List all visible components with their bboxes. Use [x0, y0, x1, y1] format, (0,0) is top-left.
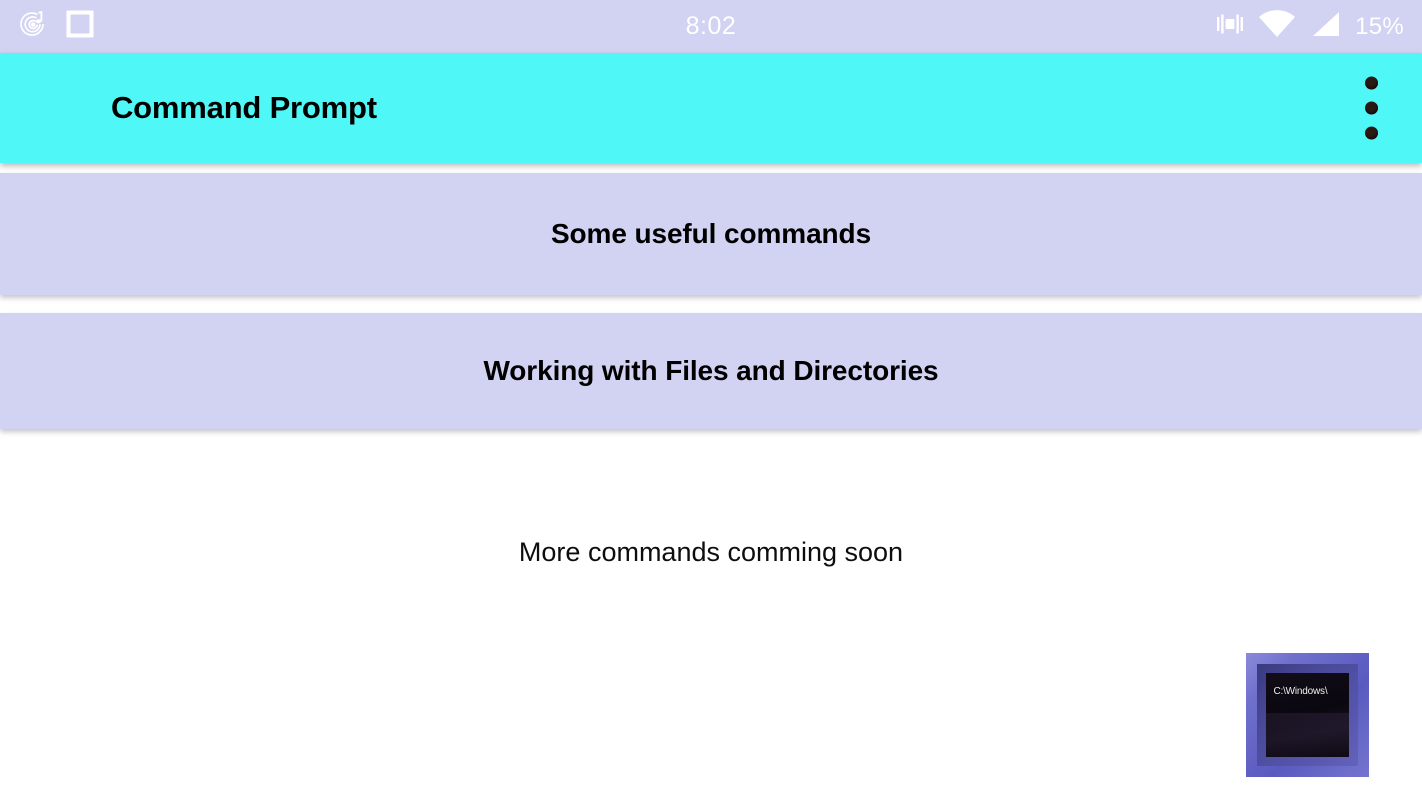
status-bar-clock: 8:02	[278, 12, 1144, 41]
square-outline-icon	[65, 9, 95, 44]
command-prompt-app-icon[interactable]: C:\Windows\	[1246, 653, 1369, 777]
list-item-label: Some useful commands	[550, 218, 872, 249]
overflow-menu-button[interactable]	[1361, 73, 1382, 144]
status-bar-system-icons: 15%	[1144, 9, 1404, 44]
coming-soon-note: More commands comming soon	[518, 537, 904, 567]
vibrate-icon	[1215, 10, 1245, 43]
clock-time: 8:02	[685, 12, 737, 40]
icon-terminal-path-text: C:\Windows\	[1273, 686, 1328, 698]
music-note-icon	[18, 8, 50, 45]
battery-percentage: 15%	[1355, 12, 1404, 40]
overflow-dot-3	[1365, 126, 1378, 140]
app-title: Command Prompt	[111, 90, 377, 125]
status-bar-notification-icons	[18, 8, 278, 45]
list-item-files-and-directories[interactable]: Working with Files and Directories	[0, 313, 1422, 429]
wifi-icon	[1257, 9, 1297, 44]
status-bar: 8:02	[0, 0, 1422, 53]
app-bar: Command Prompt	[0, 53, 1422, 163]
overflow-dot-2	[1365, 101, 1378, 115]
list-item-label: Working with Files and Directories	[483, 355, 939, 386]
list-item-useful-commands[interactable]: Some useful commands	[0, 173, 1422, 295]
icon-terminal-screen: C:\Windows\	[1266, 673, 1349, 757]
cellular-signal-icon	[1309, 9, 1343, 44]
icon-bevel-frame: C:\Windows\	[1257, 664, 1358, 766]
overflow-dot-1	[1365, 76, 1378, 90]
